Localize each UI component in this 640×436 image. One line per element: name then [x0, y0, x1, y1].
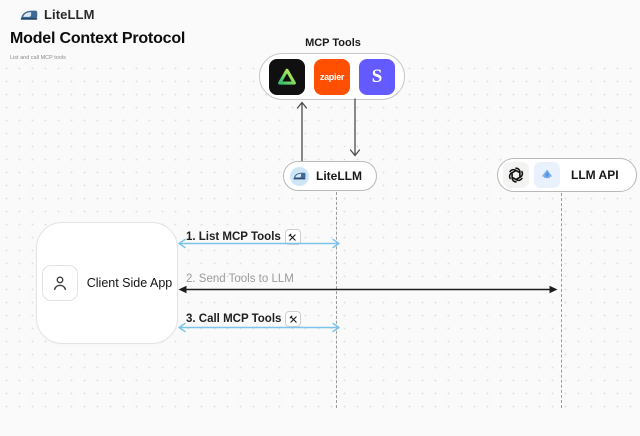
message-3-text: 3. Call MCP Tools — [186, 313, 282, 325]
message-1-label: 1. List MCP Tools — [186, 229, 301, 245]
page-subtitle: List and call MCP tools — [10, 55, 66, 61]
mcp-tools-box: zapier S — [259, 53, 405, 100]
tools-icon — [284, 229, 301, 245]
brand-name: LiteLLM — [44, 7, 95, 22]
stripe-icon: S — [359, 58, 395, 95]
litellm-train-icon — [290, 166, 309, 186]
hammer-wrench-glyph — [288, 233, 296, 241]
tools-icon — [285, 311, 302, 327]
mcp-down-arrow — [349, 98, 361, 157]
mcp-tools-label: MCP Tools — [305, 37, 361, 49]
train-glyph — [293, 172, 306, 180]
llm-api-node: LLM API — [497, 158, 637, 192]
person-icon — [41, 265, 78, 301]
call-mcp-tools-arrow — [178, 322, 340, 333]
message-3-label: 3. Call MCP Tools — [186, 311, 302, 327]
page-title: Model Context Protocol — [10, 30, 186, 47]
litellm-lifeline — [336, 192, 337, 408]
litellm-node: LiteLLM — [283, 161, 377, 191]
stripe-letter: S — [371, 65, 383, 87]
message-1-text: 1. List MCP Tools — [186, 231, 281, 243]
client-side-app-label: Client Side App — [86, 276, 173, 290]
mcp-up-arrow — [296, 101, 308, 162]
openai-icon — [503, 162, 529, 188]
litellm-train-icon — [20, 10, 38, 20]
person-glyph — [53, 276, 66, 291]
send-tools-to-llm-arrow — [178, 285, 558, 294]
triangle-glyph — [278, 68, 296, 85]
message-2-label: 2. Send Tools to LLM — [186, 273, 294, 285]
blue-fan-glyph — [542, 170, 552, 179]
list-mcp-tools-arrow — [178, 238, 340, 249]
brand: LiteLLM — [20, 7, 95, 22]
triangle-tool-icon — [269, 58, 305, 95]
openai-glyph — [508, 167, 524, 183]
zapier-wordmark: zapier — [319, 71, 345, 82]
llm-api-lifeline — [561, 193, 562, 408]
message-2-text: 2. Send Tools to LLM — [186, 273, 294, 285]
litellm-node-label: LiteLLM — [316, 169, 362, 183]
llm-provider-icon — [534, 162, 560, 188]
llm-api-node-label: LLM API — [571, 168, 619, 182]
zapier-icon: zapier — [314, 58, 350, 95]
hammer-wrench-glyph — [289, 315, 297, 323]
client-side-app-node: Client Side App — [36, 222, 178, 344]
